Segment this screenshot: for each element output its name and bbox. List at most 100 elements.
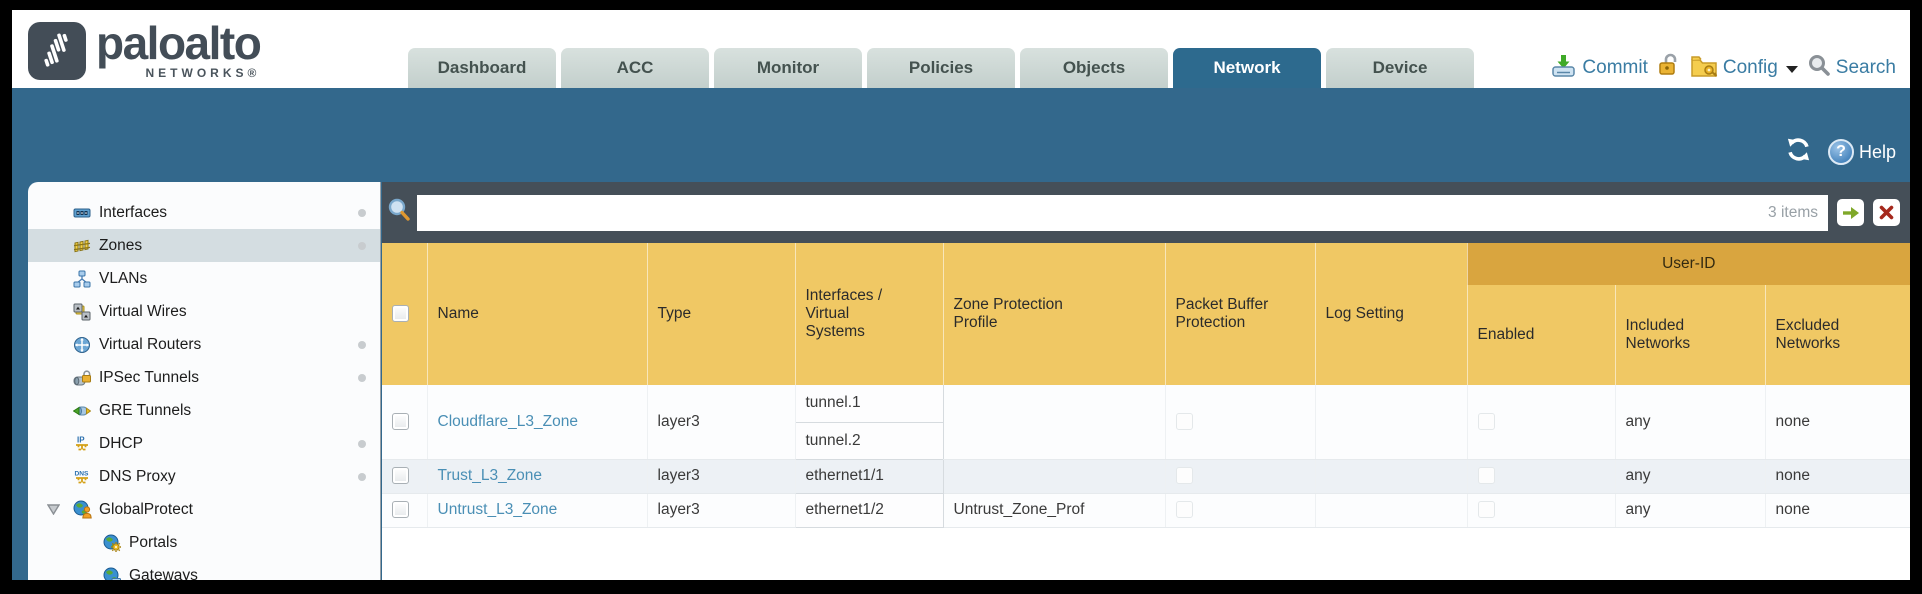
sidebar-item-label: GlobalProtect bbox=[99, 500, 193, 518]
zone-type-cell: layer3 bbox=[647, 385, 796, 460]
zone-name-cell: Trust_L3_Zone bbox=[427, 459, 648, 494]
gateways-icon bbox=[102, 567, 122, 580]
network-sidebar: Interfaces Zones VLANs Vir bbox=[28, 182, 381, 580]
zone-protection-profile-cell: Untrust_Zone_Prof bbox=[943, 493, 1166, 528]
user-id-enabled-cell bbox=[1467, 385, 1616, 460]
portals-icon bbox=[102, 534, 122, 552]
teal-band: ? Help bbox=[12, 88, 1910, 182]
sidebar-item-label: Interfaces bbox=[99, 203, 168, 221]
svg-text:DNS: DNS bbox=[75, 470, 90, 477]
config-menu-button[interactable]: Config bbox=[1690, 52, 1798, 84]
vlans-icon bbox=[72, 270, 92, 288]
top-bar: paloalto NETWORKS® Dashboard ACC Monitor… bbox=[12, 10, 1910, 88]
row-checkbox[interactable] bbox=[392, 467, 409, 485]
zones-main-panel: 3 items bbox=[382, 182, 1910, 580]
apply-filter-button[interactable] bbox=[1837, 199, 1864, 226]
packet-buffer-protection-cell bbox=[1165, 459, 1316, 494]
sidebar-item-portals[interactable]: Portals bbox=[28, 526, 380, 559]
commit-label: Commit bbox=[1582, 57, 1648, 78]
log-setting-cell bbox=[1315, 459, 1468, 494]
sidebar-item-interfaces[interactable]: Interfaces bbox=[28, 196, 380, 229]
excluded-networks-cell: none bbox=[1765, 459, 1910, 494]
packet-buffer-checkbox bbox=[1175, 413, 1193, 431]
tab-dashboard[interactable]: Dashboard bbox=[408, 48, 556, 88]
help-label: Help bbox=[1858, 141, 1896, 162]
sidebar-item-label: Portals bbox=[129, 533, 178, 551]
row-select-cell bbox=[382, 385, 428, 460]
col-header-packet-buffer-protection[interactable]: Packet Buffer Protection bbox=[1165, 243, 1316, 385]
zone-protection-profile-cell bbox=[943, 459, 1166, 494]
zone-name-link[interactable]: Trust_L3_Zone bbox=[437, 467, 543, 484]
commit-icon bbox=[1550, 53, 1577, 84]
sidebar-item-label: VLANs bbox=[99, 269, 148, 287]
packet-buffer-checkbox bbox=[1175, 467, 1193, 485]
included-networks-cell: any bbox=[1615, 385, 1766, 460]
gre-tunnels-icon bbox=[72, 402, 92, 420]
clear-filter-button[interactable] bbox=[1873, 199, 1900, 226]
zone-name-link[interactable]: Cloudflare_L3_Zone bbox=[437, 412, 578, 430]
zone-type-cell: layer3 bbox=[647, 493, 796, 528]
packet-buffer-protection-cell bbox=[1165, 493, 1316, 528]
included-networks-cell: any bbox=[1615, 493, 1766, 528]
col-header-interfaces[interactable]: Interfaces / Virtual Systems bbox=[795, 243, 944, 385]
zone-name-link[interactable]: Untrust_L3_Zone bbox=[437, 501, 558, 518]
packet-buffer-protection-cell bbox=[1165, 385, 1316, 460]
col-header-excluded-networks[interactable]: Excluded Networks bbox=[1765, 285, 1910, 385]
col-header-log-setting[interactable]: Log Setting bbox=[1315, 243, 1468, 385]
sidebar-item-ipsec-tunnels[interactable]: IPSec Tunnels bbox=[28, 361, 380, 394]
virtual-wires-icon bbox=[72, 303, 92, 321]
col-header-enabled[interactable]: Enabled bbox=[1467, 285, 1616, 385]
sidebar-item-label: Gateways bbox=[129, 566, 198, 581]
interface-cell: tunnel.1 bbox=[795, 385, 944, 423]
sidebar-item-label: DHCP bbox=[99, 434, 143, 452]
dns-proxy-icon: DNS bbox=[72, 468, 92, 486]
sidebar-item-dns-proxy[interactable]: DNS DNS Proxy bbox=[28, 460, 380, 493]
user-id-enabled-cell bbox=[1467, 493, 1616, 528]
tab-device[interactable]: Device bbox=[1326, 48, 1474, 88]
lower-region: Interfaces Zones VLANs Vir bbox=[12, 182, 1910, 580]
table-row: Trust_L3_Zone layer3 ethernet1/1 any non… bbox=[382, 459, 1910, 494]
commit-button[interactable]: Commit bbox=[1550, 53, 1648, 84]
expand-triangle-icon[interactable] bbox=[46, 502, 61, 520]
lock-icon[interactable] bbox=[1657, 52, 1681, 84]
sidebar-item-gre-tunnels[interactable]: GRE Tunnels bbox=[28, 394, 380, 427]
col-header-name[interactable]: Name bbox=[427, 243, 648, 385]
select-all-checkbox[interactable] bbox=[392, 305, 409, 323]
paloalto-logo-icon bbox=[28, 22, 86, 80]
sidebar-item-gateways[interactable]: Gateways bbox=[28, 559, 380, 580]
help-button[interactable]: ? Help bbox=[1827, 139, 1896, 165]
zone-name-cell: Untrust_L3_Zone bbox=[427, 493, 648, 528]
search-button[interactable]: Search bbox=[1807, 53, 1896, 83]
sidebar-item-vlans[interactable]: VLANs bbox=[28, 262, 380, 295]
filter-input[interactable]: 3 items bbox=[417, 194, 1828, 231]
tab-acc[interactable]: ACC bbox=[561, 48, 709, 88]
sidebar-item-label: IPSec Tunnels bbox=[99, 368, 199, 386]
col-header-type[interactable]: Type bbox=[647, 243, 796, 385]
col-header-included-networks[interactable]: Included Networks bbox=[1615, 285, 1766, 385]
table-row: Untrust_L3_Zone layer3 ethernet1/2 Untru… bbox=[382, 493, 1910, 528]
tab-network[interactable]: Network bbox=[1173, 48, 1321, 88]
interface-cell: ethernet1/2 bbox=[795, 493, 944, 528]
svg-text:IP: IP bbox=[77, 435, 85, 444]
enabled-checkbox bbox=[1477, 501, 1495, 519]
filter-search-icon[interactable] bbox=[386, 197, 412, 228]
search-label: Search bbox=[1835, 57, 1896, 78]
sidebar-item-globalprotect[interactable]: GlobalProtect bbox=[28, 493, 380, 526]
tab-objects[interactable]: Objects bbox=[1020, 48, 1168, 88]
zones-table-container: Name Type Interfaces / Virtual Systems Z… bbox=[382, 243, 1910, 580]
brand-networks: NETWORKS® bbox=[145, 66, 261, 80]
tab-monitor[interactable]: Monitor bbox=[714, 48, 862, 88]
sidebar-item-dhcp[interactable]: IP DHCP bbox=[28, 427, 380, 460]
main-nav-tabs: Dashboard ACC Monitor Policies Objects N… bbox=[408, 48, 1474, 88]
brand-wordmark: paloalto bbox=[96, 17, 262, 69]
refresh-icon[interactable] bbox=[1785, 136, 1812, 168]
col-header-zone-protection-profile[interactable]: Zone Protection Profile bbox=[943, 243, 1166, 385]
row-checkbox[interactable] bbox=[392, 501, 409, 519]
top-actions: Commit C bbox=[1550, 52, 1896, 84]
sidebar-item-virtual-wires[interactable]: Virtual Wires bbox=[28, 295, 380, 328]
paloalto-logo-text: paloalto NETWORKS® bbox=[96, 17, 262, 80]
tab-policies[interactable]: Policies bbox=[867, 48, 1015, 88]
sidebar-item-virtual-routers[interactable]: Virtual Routers bbox=[28, 328, 380, 361]
sidebar-item-zones[interactable]: Zones bbox=[28, 229, 380, 262]
row-checkbox[interactable] bbox=[392, 413, 409, 431]
